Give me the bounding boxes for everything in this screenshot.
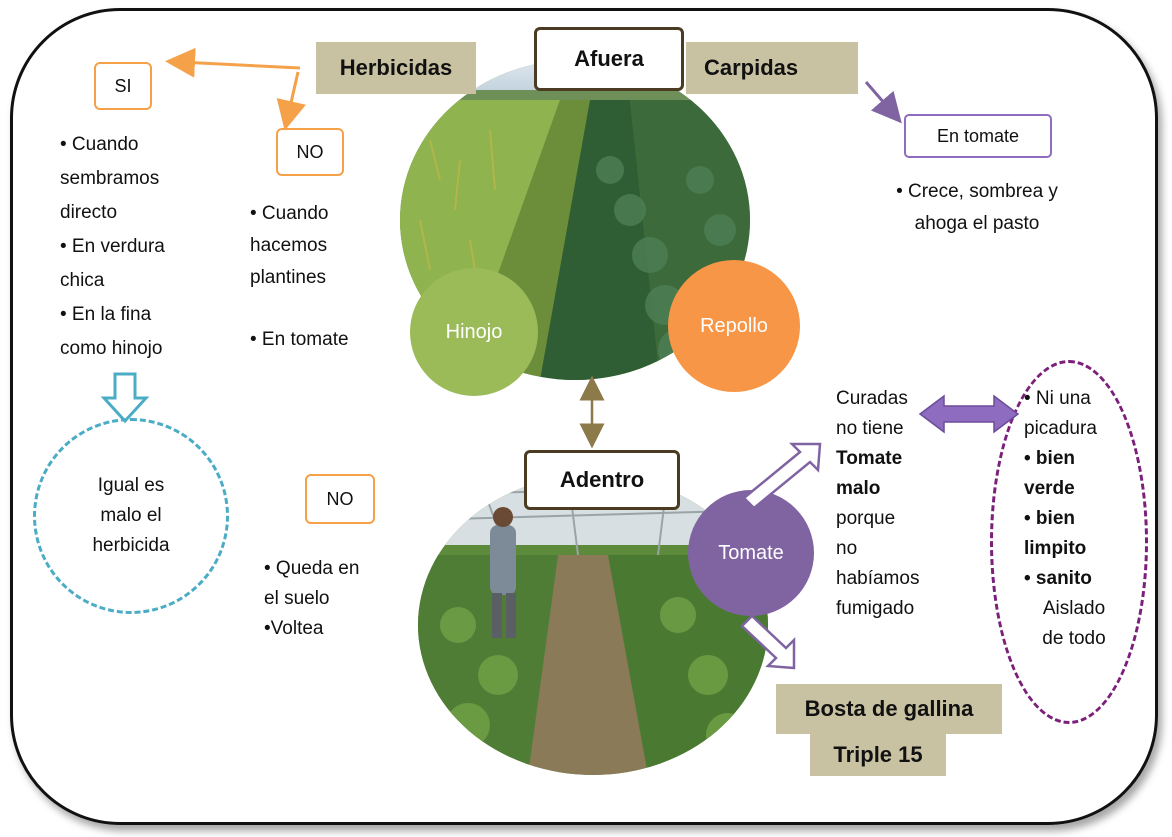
adentro-label: Adentro <box>524 450 680 510</box>
list-item: ahoga el pasto <box>914 213 1040 234</box>
hinojo-text: Hinojo <box>445 320 503 343</box>
curadas-oval-double-arrow <box>918 394 1020 434</box>
list-item: • Cuando <box>60 134 139 155</box>
herbicidas-to-si-arrow <box>165 47 301 78</box>
curadas-line: habíamos <box>836 568 920 589</box>
curadas-line: porque <box>836 508 896 529</box>
repollo-text: Repollo <box>700 314 768 337</box>
curadas-line: malo <box>836 478 881 499</box>
diagram-frame <box>10 8 1158 825</box>
list-item: hacemos <box>250 235 328 256</box>
list-item: plantines <box>250 267 327 288</box>
tomate-circle: Tomate <box>688 490 814 616</box>
list-item: • bien <box>1024 508 1075 529</box>
tomate-to-curadas-arrow <box>742 442 822 510</box>
list-item: •Voltea <box>264 618 324 639</box>
list-item: Aislado <box>1042 598 1106 619</box>
curadas-line: fumigado <box>836 598 915 619</box>
repollo-circle: Repollo <box>668 260 800 392</box>
curadas-line: Tomate <box>836 448 903 469</box>
no-bottom-text: NO <box>326 488 354 509</box>
curadas-line: Curadas <box>836 388 908 409</box>
tomate-text: Tomate <box>718 541 784 564</box>
carpidas-arrow <box>864 81 902 124</box>
igual-es-malo-circle: Igual es malo el herbicida <box>33 418 229 614</box>
list-item: directo <box>60 202 118 223</box>
down-arrow-icon <box>100 372 150 424</box>
tomate-to-bosta-arrow <box>740 614 796 670</box>
list-item: sembramos <box>60 168 160 189</box>
no-bottom-list: • Queda en el suelo •Voltea <box>264 554 404 644</box>
carpidas-list: • Crece, sombrea y ahoga el pasto <box>872 176 1082 240</box>
herbicidas-to-no-arrow <box>276 71 306 131</box>
no-top-list: • Cuando hacemos plantines • En tomate <box>250 198 390 356</box>
circle-line: malo el <box>100 505 162 526</box>
afuera-text: Afuera <box>574 46 644 71</box>
bosta-text: Bosta de gallina <box>804 696 974 721</box>
list-item: • Queda en <box>264 558 360 579</box>
curadas-line: no <box>836 538 858 559</box>
list-item: • En la fina <box>60 304 152 325</box>
sanito-oval <box>990 360 1148 724</box>
list-item: limpito <box>1024 538 1087 559</box>
hinojo-circle: Hinojo <box>410 268 538 396</box>
list-item: • Crece, sombrea y <box>896 181 1058 202</box>
en-tomate-box: En tomate <box>904 114 1052 158</box>
list-item: • bien <box>1024 448 1075 469</box>
list-item: de todo <box>1042 628 1106 649</box>
list-item: • Cuando <box>250 203 329 224</box>
list-item: chica <box>60 270 105 291</box>
list-item: • Ni una <box>1024 388 1091 409</box>
en-tomate-text: En tomate <box>936 125 1020 146</box>
list-item: verde <box>1024 478 1075 499</box>
carpidas-text: Carpidas <box>704 55 799 80</box>
si-list: • Cuando sembramos directo • En verdura … <box>60 128 230 366</box>
no-top-text: NO <box>296 141 324 162</box>
curadas-text: Curadas no tiene Tomate malo porque no h… <box>836 384 936 624</box>
bosta-label: Bosta de gallina <box>776 684 1002 734</box>
herbicidas-text: Herbicidas <box>339 55 453 80</box>
herbicidas-label: Herbicidas <box>316 42 476 94</box>
oval-list: • Ni una picadura • bien verde • bien li… <box>1024 384 1134 654</box>
triple-label: Triple 15 <box>810 734 946 776</box>
list-item: • sanito <box>1024 568 1092 589</box>
curadas-line: no tiene <box>836 418 904 439</box>
list-item: • En verdura <box>60 236 165 257</box>
list-item: picadura <box>1024 418 1097 439</box>
list-item: el suelo <box>264 588 330 609</box>
no-top-box: NO <box>276 128 344 176</box>
carpidas-label: Carpidas <box>686 42 858 94</box>
list-item: como hinojo <box>60 338 163 359</box>
afuera-label: Afuera <box>534 27 684 91</box>
triple-text: Triple 15 <box>833 742 923 767</box>
circle-line: herbicida <box>92 535 170 556</box>
si-text: SI <box>114 75 132 96</box>
list-item: • En tomate <box>250 329 349 350</box>
circle-line: Igual es <box>97 475 165 496</box>
si-box: SI <box>94 62 152 110</box>
adentro-text: Adentro <box>559 467 645 492</box>
no-bottom-box: NO <box>305 474 375 524</box>
